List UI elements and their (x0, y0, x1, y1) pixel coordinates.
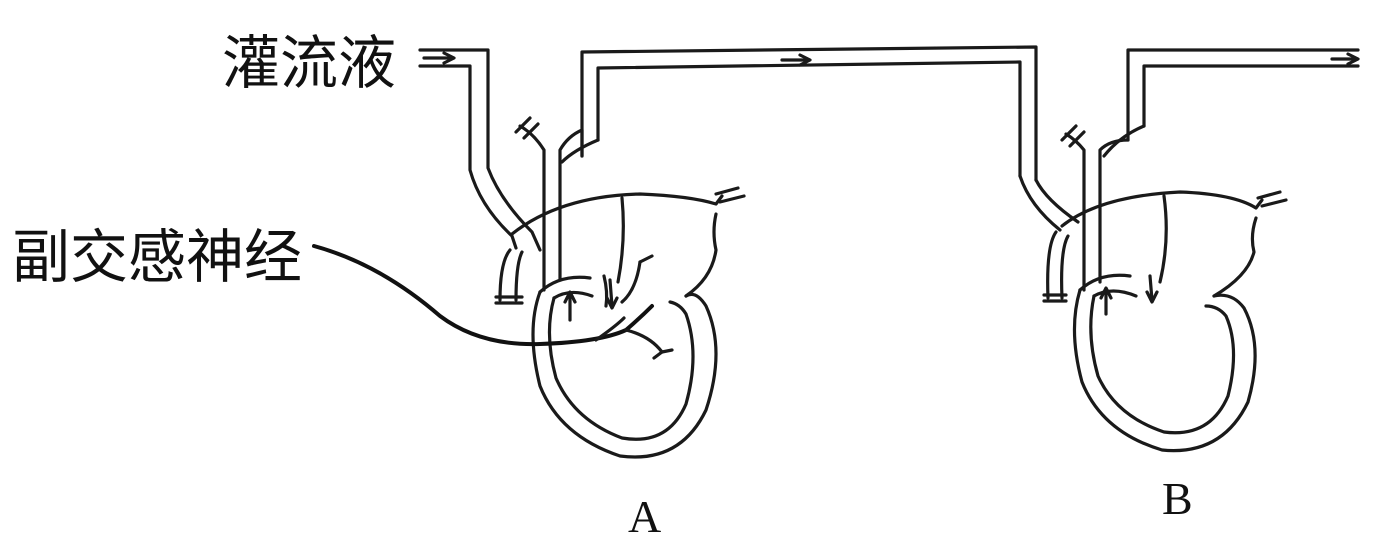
heart-b-label: B (1162, 473, 1193, 524)
heart-b (1060, 124, 1288, 453)
outlet-tube (1126, 48, 1360, 142)
inlet-tube (418, 48, 542, 305)
connecting-flow-arrow (780, 53, 812, 67)
parasympathetic-nerve (312, 244, 674, 360)
parasympathetic-nerve-label: 副交感神经 (12, 223, 303, 291)
heart-a-label: A (628, 491, 662, 542)
heart-a (510, 116, 746, 459)
connecting-tube (580, 45, 1080, 303)
heart-a-flow-arrows (563, 278, 619, 322)
heart-b-flow-arrows (1099, 274, 1159, 316)
perfusate-label: 灌流液 (222, 29, 397, 97)
outlet-flow-arrow (1330, 52, 1360, 66)
inlet-flow-arrow (422, 51, 456, 65)
